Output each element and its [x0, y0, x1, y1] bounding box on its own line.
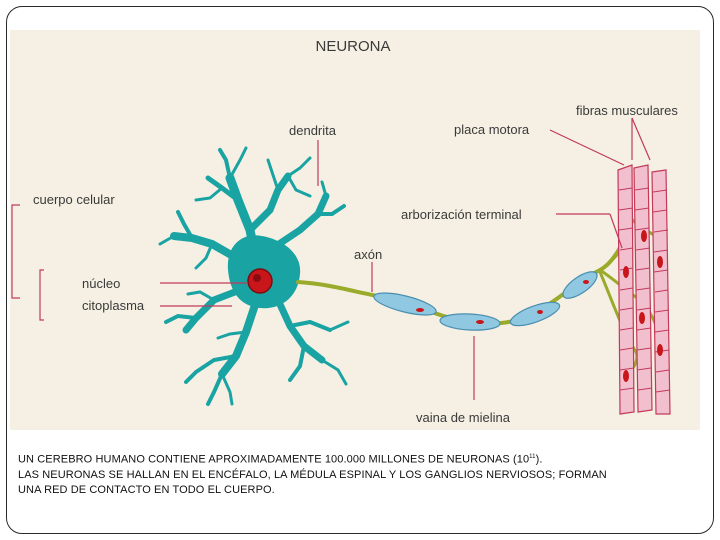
caption: UN CEREBRO HUMANO CONTIENE APROXIMADAMEN…	[18, 450, 698, 498]
label-cell-body: cuerpo celular	[33, 192, 115, 207]
label-cytoplasm: citoplasma	[82, 298, 145, 313]
caption-line-1-text: UN CEREBRO HUMANO CONTIENE APROXIMADAMEN…	[18, 453, 530, 466]
muscle-fibers	[617, 164, 671, 415]
label-muscle-fibers: fibras musculares	[576, 103, 678, 118]
caption-superscript: 11	[529, 454, 536, 460]
myelin-sheath	[373, 271, 598, 331]
dendrites	[158, 146, 350, 406]
leader-lines	[11, 117, 651, 400]
cell-body	[227, 235, 301, 309]
caption-line-1: UN CEREBRO HUMANO CONTIENE APROXIMADAMEN…	[18, 450, 698, 468]
label-myelin-sheath: vaina de mielina	[416, 410, 511, 425]
nucleolus-shape	[253, 274, 261, 282]
ranvier-nodes	[416, 280, 589, 324]
label-axon: axón	[354, 247, 382, 262]
label-dendrite: dendrita	[289, 123, 337, 138]
label-nucleus: núcleo	[82, 276, 120, 291]
label-terminal-arborization: arborización terminal	[401, 207, 522, 222]
caption-line-3: UNA RED DE CONTACTO EN TODO EL CUERPO.	[18, 483, 275, 496]
diagram-title: NEURONA	[315, 38, 390, 55]
nucleus-shape	[247, 268, 273, 294]
diagram-background	[10, 30, 700, 430]
caption-line-1-end: ).	[535, 453, 543, 466]
label-motor-plate: placa motora	[454, 122, 530, 137]
caption-line-2: LAS NEURONAS SE HALLAN EN EL ENCÉFALO, L…	[18, 468, 607, 481]
